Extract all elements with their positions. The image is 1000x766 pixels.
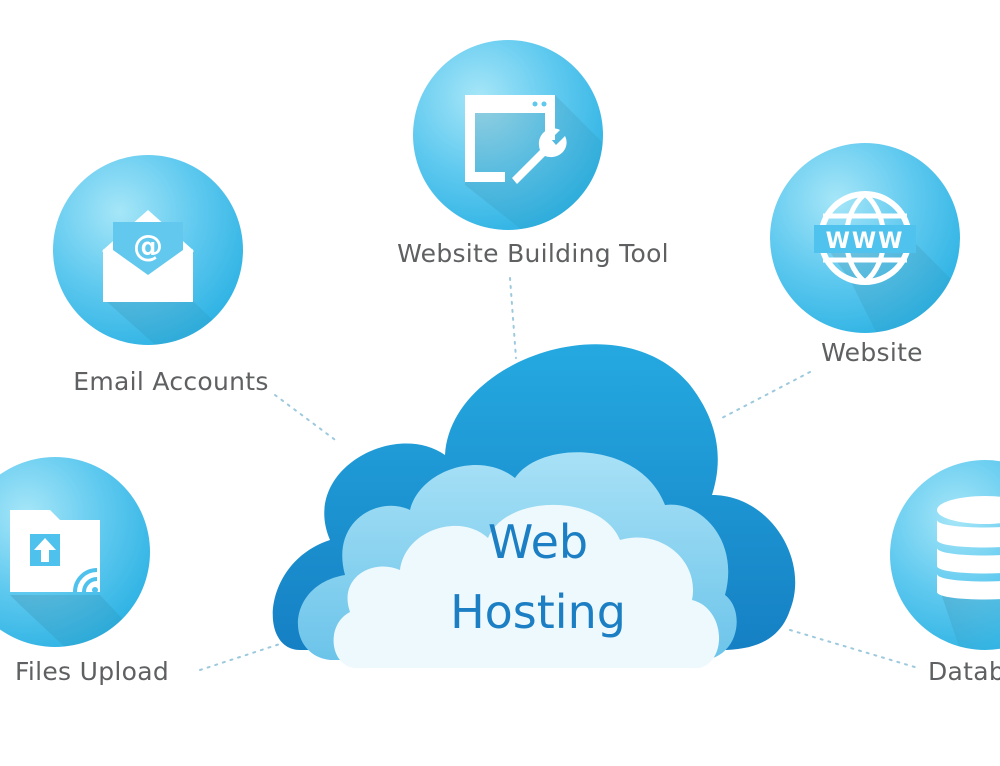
connector-email-accounts [274, 394, 339, 443]
long-shadow [940, 590, 1000, 650]
connector-database [789, 629, 919, 669]
envelope-at-icon: @ [102, 210, 194, 302]
long-shadow [10, 595, 150, 647]
connector-files-upload [199, 642, 284, 671]
browser-wrench-icon [465, 95, 567, 184]
svg-text:@: @ [133, 229, 163, 264]
svg-text:WWW: WWW [826, 229, 905, 254]
database-icon [937, 496, 1000, 600]
node-website: WWW Website [770, 143, 960, 367]
connector-website [717, 371, 811, 421]
globe-www-icon: WWW [814, 191, 916, 285]
node-label: Datab [928, 657, 1000, 686]
node-label: Email Accounts [73, 367, 268, 396]
node-label: Files Upload [15, 657, 169, 686]
connector-website-building-tool [509, 277, 517, 359]
node-database: Datab [890, 460, 1000, 686]
node-files-upload: Files Upload [0, 457, 169, 686]
node-label: Website Building Tool [397, 239, 669, 268]
node-label: Website [821, 338, 923, 367]
node-website-building-tool: Website Building Tool [397, 40, 669, 268]
web-hosting-cloud: Web Hosting [272, 344, 796, 668]
center-title-line2: Hosting [450, 585, 626, 639]
center-title-line1: Web [488, 515, 588, 569]
cloud-inner-layer [333, 504, 720, 668]
node-email-accounts: @ Email Accounts [53, 155, 268, 396]
folder-upload-icon [10, 510, 100, 593]
connector-lines [199, 277, 919, 671]
